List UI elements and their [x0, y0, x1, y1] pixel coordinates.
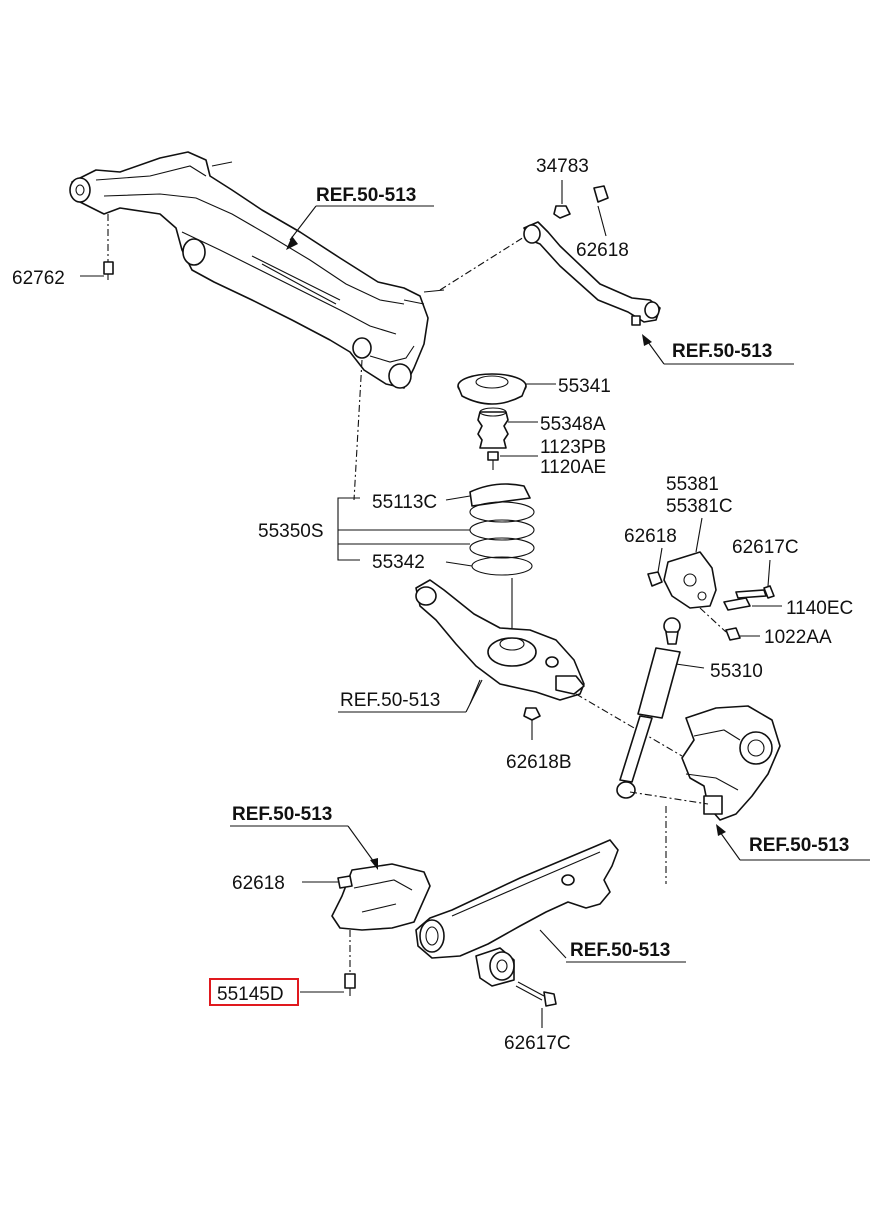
lower-control-arm: [415, 578, 585, 705]
alignment-line-upper-arm: [439, 231, 533, 291]
bolt-62762: [80, 214, 114, 280]
part-label-62617C-low[interactable]: 62617C: [504, 1033, 571, 1054]
part-label-62618-low[interactable]: 62618: [232, 873, 285, 894]
part-label-62617C-mid[interactable]: 62617C: [732, 537, 799, 558]
mounting-bracket: [300, 863, 431, 996]
ref-label-lower-arm[interactable]: REF.50-513: [340, 690, 440, 711]
bump-stop-55348A: [477, 407, 538, 449]
part-label-34783[interactable]: 34783: [536, 156, 589, 177]
part-label-55341[interactable]: 55341: [558, 376, 611, 397]
part-label-1140EC[interactable]: 1140EC: [786, 598, 853, 619]
alignment-line-lower-arm: [575, 693, 683, 757]
spring-pad-55341: [457, 373, 556, 405]
bracket-55350S: [337, 497, 470, 561]
part-label-55381C[interactable]: 55381C: [666, 496, 733, 517]
coil-spring-55113C: [445, 483, 535, 576]
ref-leaders: [230, 205, 870, 963]
trailing-arm: [415, 839, 619, 987]
part-label-1120AE[interactable]: 1120AE: [540, 457, 606, 478]
part-label-62618-top[interactable]: 62618: [576, 240, 629, 261]
part-label-62618B[interactable]: 62618B: [506, 752, 572, 773]
ref-label-subframe[interactable]: REF.50-513: [316, 185, 416, 206]
ref-label-trailing-arm[interactable]: REF.50-513: [570, 940, 670, 961]
ref-label-bracket[interactable]: REF.50-513: [232, 804, 332, 825]
bracket-55381: [647, 517, 782, 641]
part-label-62762[interactable]: 62762: [12, 268, 65, 289]
ref-label-upper-arm[interactable]: REF.50-513: [672, 341, 772, 362]
rear-subframe: [69, 151, 445, 389]
nut-62618B: [523, 707, 541, 740]
bolt-1123PB: [487, 451, 538, 470]
part-label-55342[interactable]: 55342: [372, 552, 425, 573]
part-label-62618-mid[interactable]: 62618: [624, 526, 677, 547]
part-label-1022AA[interactable]: 1022AA: [764, 627, 832, 648]
shock-absorber-55310: [616, 617, 705, 799]
part-label-55348A[interactable]: 55348A: [540, 414, 606, 435]
bolt-62617C-lower: [515, 981, 557, 1028]
upper-control-arm: [523, 180, 661, 326]
part-label-55145D[interactable]: 55145D: [217, 984, 284, 1005]
ref-label-knuckle[interactable]: REF.50-513: [749, 835, 849, 856]
alignment-line-subframe: [353, 359, 363, 501]
highlight-box-55145D: [209, 978, 299, 1006]
part-label-55350S[interactable]: 55350S: [258, 521, 324, 542]
part-label-55113C[interactable]: 55113C: [372, 492, 437, 513]
part-label-55310[interactable]: 55310: [710, 661, 763, 682]
part-label-55381[interactable]: 55381: [666, 474, 719, 495]
part-label-1123PB[interactable]: 1123PB: [540, 437, 606, 458]
rear-knuckle: [681, 705, 781, 821]
alignment-line-shock: [629, 791, 709, 805]
